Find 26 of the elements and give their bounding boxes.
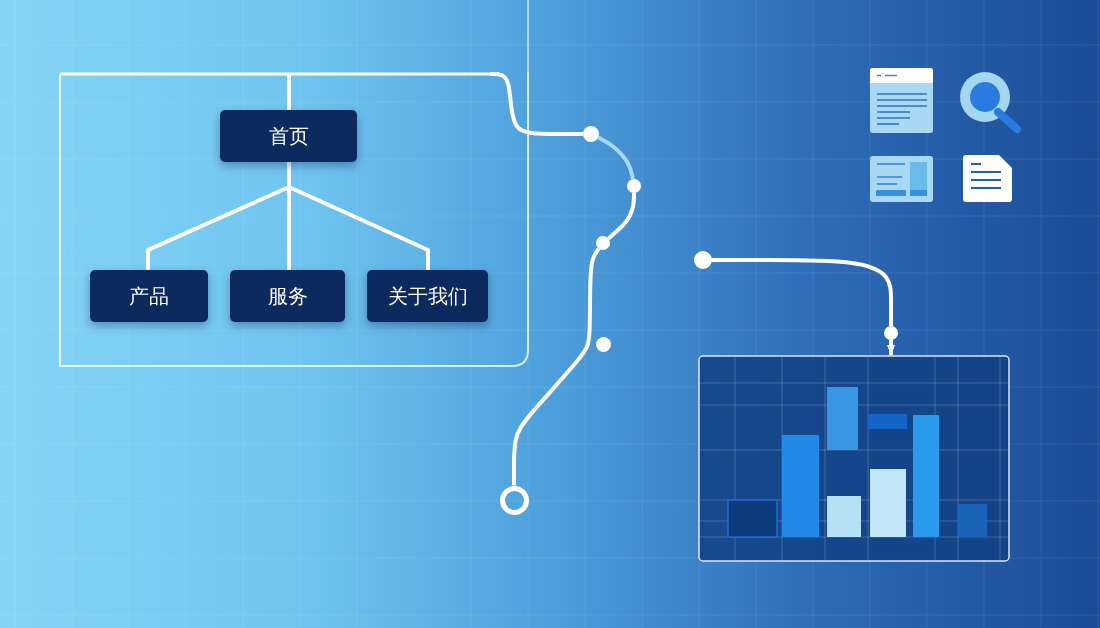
waypoint-dot <box>694 251 712 269</box>
node-label: 首页 <box>268 124 309 148</box>
frame-panel <box>58 72 530 368</box>
waypoint-dot <box>627 179 641 193</box>
connector-line <box>712 258 893 326</box>
node-label: 关于我们 <box>387 284 468 308</box>
arrow <box>887 340 895 355</box>
connector-line <box>512 247 601 486</box>
node-label: 产品 <box>129 284 169 308</box>
waypoint-dot <box>595 336 611 352</box>
page-node <box>90 270 208 322</box>
connector-line <box>607 193 636 241</box>
endpoint-ring <box>499 485 529 515</box>
connector-line <box>597 135 635 180</box>
waypoint-dot <box>596 236 610 250</box>
waypoint-dot <box>583 126 599 142</box>
connector-line <box>288 185 430 270</box>
bar-chart-illustration <box>698 355 1010 562</box>
page-node <box>367 270 488 322</box>
connector-line <box>490 72 583 136</box>
waypoint-dot <box>884 326 898 340</box>
page-node <box>230 270 345 322</box>
connector-line <box>287 74 291 110</box>
page-node <box>220 110 357 162</box>
connector-line <box>287 187 291 270</box>
node-label: 服务 <box>267 284 308 308</box>
